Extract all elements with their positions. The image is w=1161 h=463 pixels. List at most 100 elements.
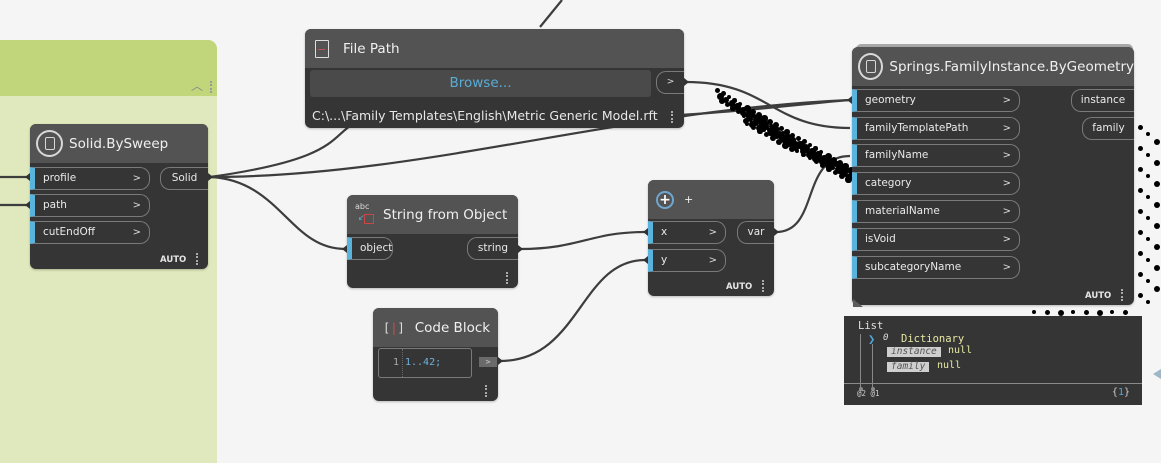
plus-circle-icon: + <box>656 190 674 209</box>
dictionary-index: 0 <box>883 333 889 343</box>
node-menu-icon[interactable] <box>196 253 199 265</box>
node-menu-icon[interactable] <box>671 111 674 123</box>
output-port-code[interactable]: > <box>479 357 497 367</box>
file-icon <box>315 39 329 58</box>
dict-value: null <box>948 345 973 356</box>
input-port-subcategoryname[interactable]: subcategoryName > <box>852 256 1020 279</box>
dict-value: null <box>937 360 962 371</box>
dict-key: family <box>887 362 930 372</box>
add-node[interactable]: + + x > y > var AUTO <box>648 180 774 296</box>
file-path-node[interactable]: File Path Browse... > C:\...\Family Temp… <box>305 29 684 128</box>
output-connector <box>518 245 523 253</box>
output-port-path[interactable]: > <box>656 71 684 94</box>
output-connector <box>208 173 213 181</box>
chevron-right-icon[interactable]: > <box>1002 262 1011 273</box>
node-menu-icon[interactable] <box>762 280 765 292</box>
solid-by-sweep-node[interactable]: Solid.BySweep profile > path > cutEndOff… <box>30 124 208 269</box>
chevron-right-icon[interactable]: > <box>132 173 141 184</box>
output-connector <box>498 357 503 365</box>
preview-bubble[interactable]: List ❯ 0 Dictionary instance null family… <box>844 316 1142 405</box>
node-header[interactable]: Springs.FamilyInstance.ByGeometry <box>852 47 1134 86</box>
node-header[interactable]: [|] Code Block <box>373 308 498 347</box>
code-text[interactable]: 1..42; <box>402 349 441 377</box>
string-from-object-node[interactable]: abc ↙ String from Object object string <box>347 195 518 288</box>
output-port-var[interactable]: var <box>737 221 774 244</box>
chevron-right-icon[interactable]: > <box>708 227 717 238</box>
node-menu-icon[interactable] <box>1121 289 1124 301</box>
input-port-familytemplatepath[interactable]: familyTemplatePath > <box>852 117 1020 140</box>
group-header[interactable]: ︿ <box>0 40 217 96</box>
canvas-edge-indicator <box>1153 369 1161 379</box>
geometry-node-icon <box>36 130 63 157</box>
tree-line <box>872 344 873 388</box>
input-connector <box>643 228 648 236</box>
node-header[interactable]: abc ↙ String from Object <box>347 195 518 234</box>
node-title: Code Block <box>414 319 491 336</box>
input-port-x[interactable]: x > <box>648 221 726 244</box>
input-connector <box>643 256 648 264</box>
output-port-family[interactable]: family <box>1082 117 1134 140</box>
chevron-right-icon[interactable]: > <box>1002 206 1011 217</box>
code-block-node[interactable]: [|] Code Block 1 1..42; > <box>373 308 498 401</box>
input-port-y[interactable]: y > <box>648 249 726 272</box>
node-menu-icon[interactable] <box>485 385 488 397</box>
chevron-right-icon[interactable]: > <box>1002 123 1011 134</box>
lacing-label[interactable]: AUTO <box>1085 291 1112 301</box>
input-port-cutendoff[interactable]: cutEndOff > <box>30 221 150 244</box>
output-port-string[interactable]: string <box>467 237 518 260</box>
input-connector <box>25 201 30 209</box>
node-title: File Path <box>343 40 400 57</box>
node-title: + <box>684 193 694 206</box>
input-port-isvoid[interactable]: isVoid > <box>852 228 1020 251</box>
tree-line <box>860 334 861 388</box>
node-header[interactable]: + + <box>648 180 774 219</box>
line-number: 1 <box>393 357 400 368</box>
chevron-right-icon[interactable]: > <box>132 200 141 211</box>
expand-chevron-icon[interactable]: ❯ <box>868 332 876 346</box>
code-block-icon: [|] <box>383 320 405 335</box>
chevron-right-icon[interactable]: > <box>132 227 141 238</box>
browse-button[interactable]: Browse... <box>310 70 651 97</box>
output-port-instance[interactable]: instance <box>1071 89 1134 112</box>
input-connector <box>342 245 347 253</box>
node-header[interactable]: Solid.BySweep <box>30 124 208 163</box>
chevron-right-icon[interactable]: > <box>1002 95 1011 106</box>
node-header[interactable]: File Path <box>305 29 684 68</box>
input-port-materialname[interactable]: materialName > <box>852 200 1020 223</box>
input-connector <box>847 96 852 104</box>
family-instance-node[interactable]: Springs.FamilyInstance.ByGeometry geomet… <box>852 47 1134 305</box>
preview-divider <box>844 383 1142 384</box>
lacing-label[interactable]: AUTO <box>726 282 753 292</box>
input-port-geometry[interactable]: geometry > <box>852 89 1020 112</box>
input-port-category[interactable]: category > <box>852 172 1020 195</box>
node-title: Springs.FamilyInstance.ByGeometry <box>889 58 1134 75</box>
file-path-value: C:\...\Family Templates\English\Metric G… <box>312 108 658 123</box>
output-connector <box>774 228 779 236</box>
chevron-right-icon[interactable]: > <box>1002 178 1011 189</box>
input-port-familyname[interactable]: familyName > <box>852 144 1020 167</box>
tree-dot <box>858 387 863 391</box>
chevron-right-icon[interactable]: > <box>1002 150 1011 161</box>
input-port-path[interactable]: path > <box>30 194 150 217</box>
dict-key: instance <box>887 347 941 357</box>
list-levels: @2 @1 <box>857 389 880 398</box>
node-menu-icon[interactable] <box>506 272 509 284</box>
item-count: {1} <box>1111 387 1130 398</box>
chevron-right-icon[interactable]: > <box>1002 234 1011 245</box>
chevron-up-icon[interactable]: ︿ <box>190 79 203 93</box>
input-port-object[interactable]: object <box>347 237 393 260</box>
lacing-label[interactable]: AUTO <box>160 255 187 265</box>
group-menu-icon[interactable] <box>210 81 212 93</box>
code-editor[interactable]: 1 1..42; <box>378 348 472 378</box>
output-port-solid[interactable]: Solid <box>160 167 208 190</box>
input-connector <box>25 173 30 181</box>
input-port-profile[interactable]: profile > <box>30 167 150 190</box>
geometry-node-icon <box>858 53 884 80</box>
tree-dot <box>870 387 875 391</box>
node-title: Solid.BySweep <box>69 135 169 152</box>
string-icon: abc ↙ <box>355 202 377 226</box>
list-label: List <box>858 320 884 332</box>
resize-handle[interactable] <box>853 299 863 307</box>
chevron-right-icon[interactable]: > <box>708 255 717 266</box>
